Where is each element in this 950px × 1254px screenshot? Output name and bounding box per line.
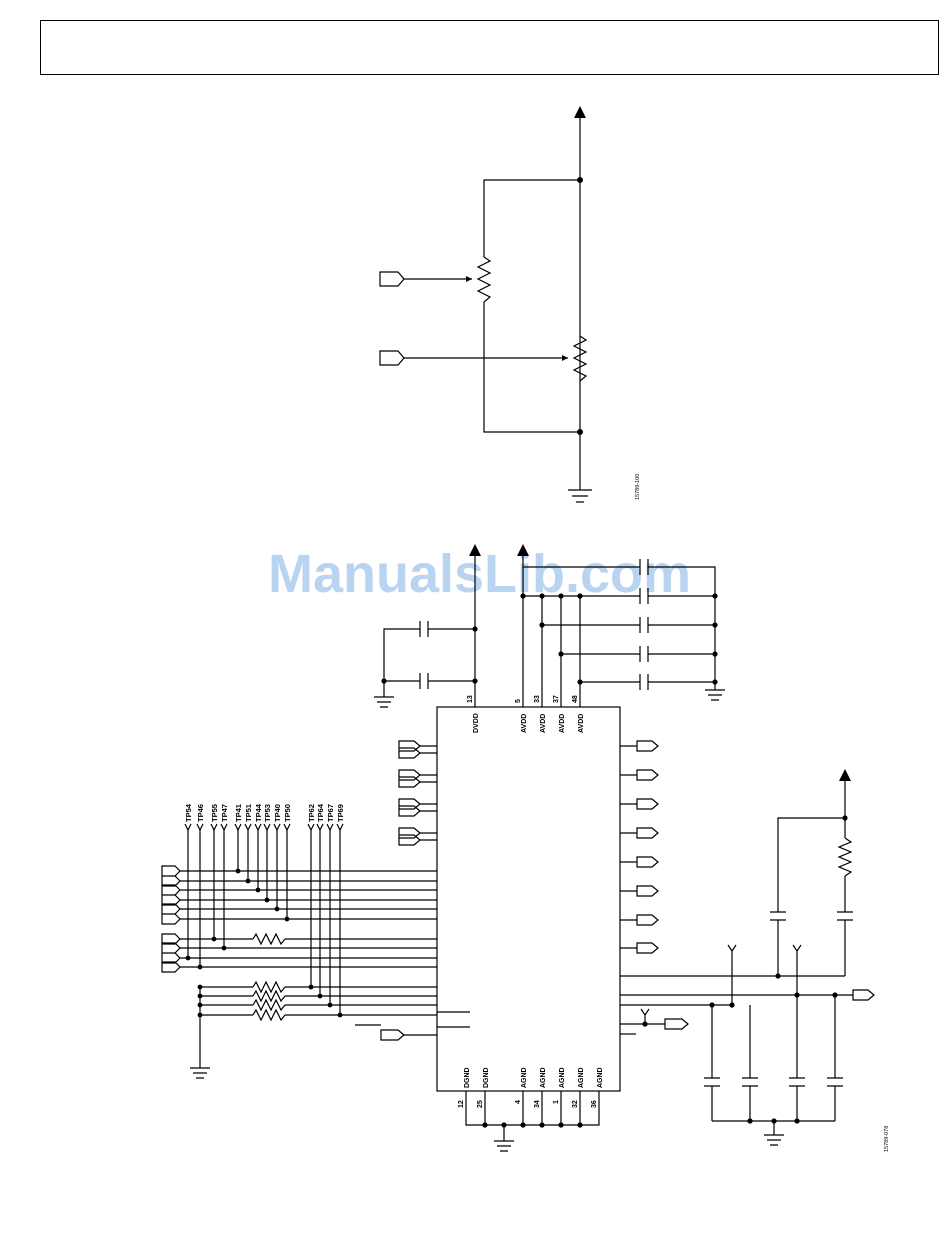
test-point-label: TP44 [254, 803, 263, 822]
pin-name: AGND [540, 1067, 547, 1088]
test-point-label: TP54 [184, 803, 193, 822]
resistor-rb3 [253, 991, 285, 1001]
pin-name: AVDD [521, 714, 528, 733]
bottom-circuit: 13 DVDD 5 AVDD 33 AVDD 37 AVDD 48 AVDD D… [162, 544, 890, 1152]
test-point-label: TP51 [244, 804, 253, 822]
test-points-group-2: TP62 TP64 TP67 TP69 [307, 803, 345, 1017]
resistor-rb4 [253, 1000, 285, 1010]
test-point-label: TP40 [273, 804, 282, 822]
test-point-label: TP69 [336, 804, 345, 822]
test-point-label: TP47 [220, 804, 229, 822]
pin-number: 33 [534, 695, 541, 703]
test-point-label: TP46 [196, 804, 205, 822]
pin-number: 1 [553, 1100, 560, 1104]
right-side-network [620, 769, 874, 1145]
top-circuit: 15789-100 [380, 106, 641, 502]
pin-number: 25 [477, 1100, 484, 1108]
pin-name: DVDD [473, 713, 480, 733]
pin-number: 5 [515, 699, 522, 703]
pin-number: 34 [534, 1100, 541, 1108]
test-point-label: TP62 [307, 804, 316, 822]
pin-name: AVDD [540, 714, 547, 733]
pin-number: 32 [572, 1100, 579, 1108]
ic-chip [437, 707, 620, 1091]
pin-name: AGND [578, 1067, 585, 1088]
test-points-group-1: TP54 TP46 TP55 TP47 TP41 TP51 TP44 TP53 … [184, 803, 292, 969]
pin-name: AGND [521, 1067, 528, 1088]
resistor-rb5 [253, 1010, 285, 1020]
pin-number: 13 [467, 695, 474, 703]
resistor-rb2 [253, 982, 285, 992]
test-point-label: TP67 [326, 804, 335, 822]
pin-name: AGND [597, 1067, 604, 1088]
connector-top-1 [380, 272, 404, 286]
test-point-label: TP64 [316, 803, 325, 822]
pin-name: AVDD [578, 714, 585, 733]
test-point-label: TP55 [210, 804, 219, 822]
test-point-label: TP53 [263, 804, 272, 822]
ground-symbol-top [568, 490, 592, 502]
resistor-right [839, 838, 851, 876]
left-edge-connectors [162, 866, 180, 972]
pin-name: AVDD [559, 714, 566, 733]
figure-id-1: 15789-100 [635, 474, 641, 500]
pin-number: 12 [458, 1100, 465, 1108]
connector-top-2 [380, 351, 404, 365]
supply-arrow-top [574, 106, 586, 118]
resistor-rb1 [253, 934, 285, 944]
pin-name: DGND [483, 1067, 490, 1088]
pin-number: 36 [591, 1100, 598, 1108]
pin-name: AGND [559, 1067, 566, 1088]
supply-arrow-right [839, 769, 851, 781]
pin-number: 48 [572, 695, 579, 703]
pin-name: DGND [464, 1067, 471, 1088]
figure-id-2: 15789-078 [884, 1126, 890, 1152]
watermark: ManualsLib.com [268, 544, 691, 604]
test-point-label: TP50 [283, 804, 292, 822]
right-output-connectors [620, 741, 658, 953]
potentiometer-1 [478, 257, 490, 302]
pin-number: 4 [515, 1100, 522, 1104]
pin-number: 37 [553, 695, 560, 703]
test-point-label: TP41 [234, 804, 243, 822]
